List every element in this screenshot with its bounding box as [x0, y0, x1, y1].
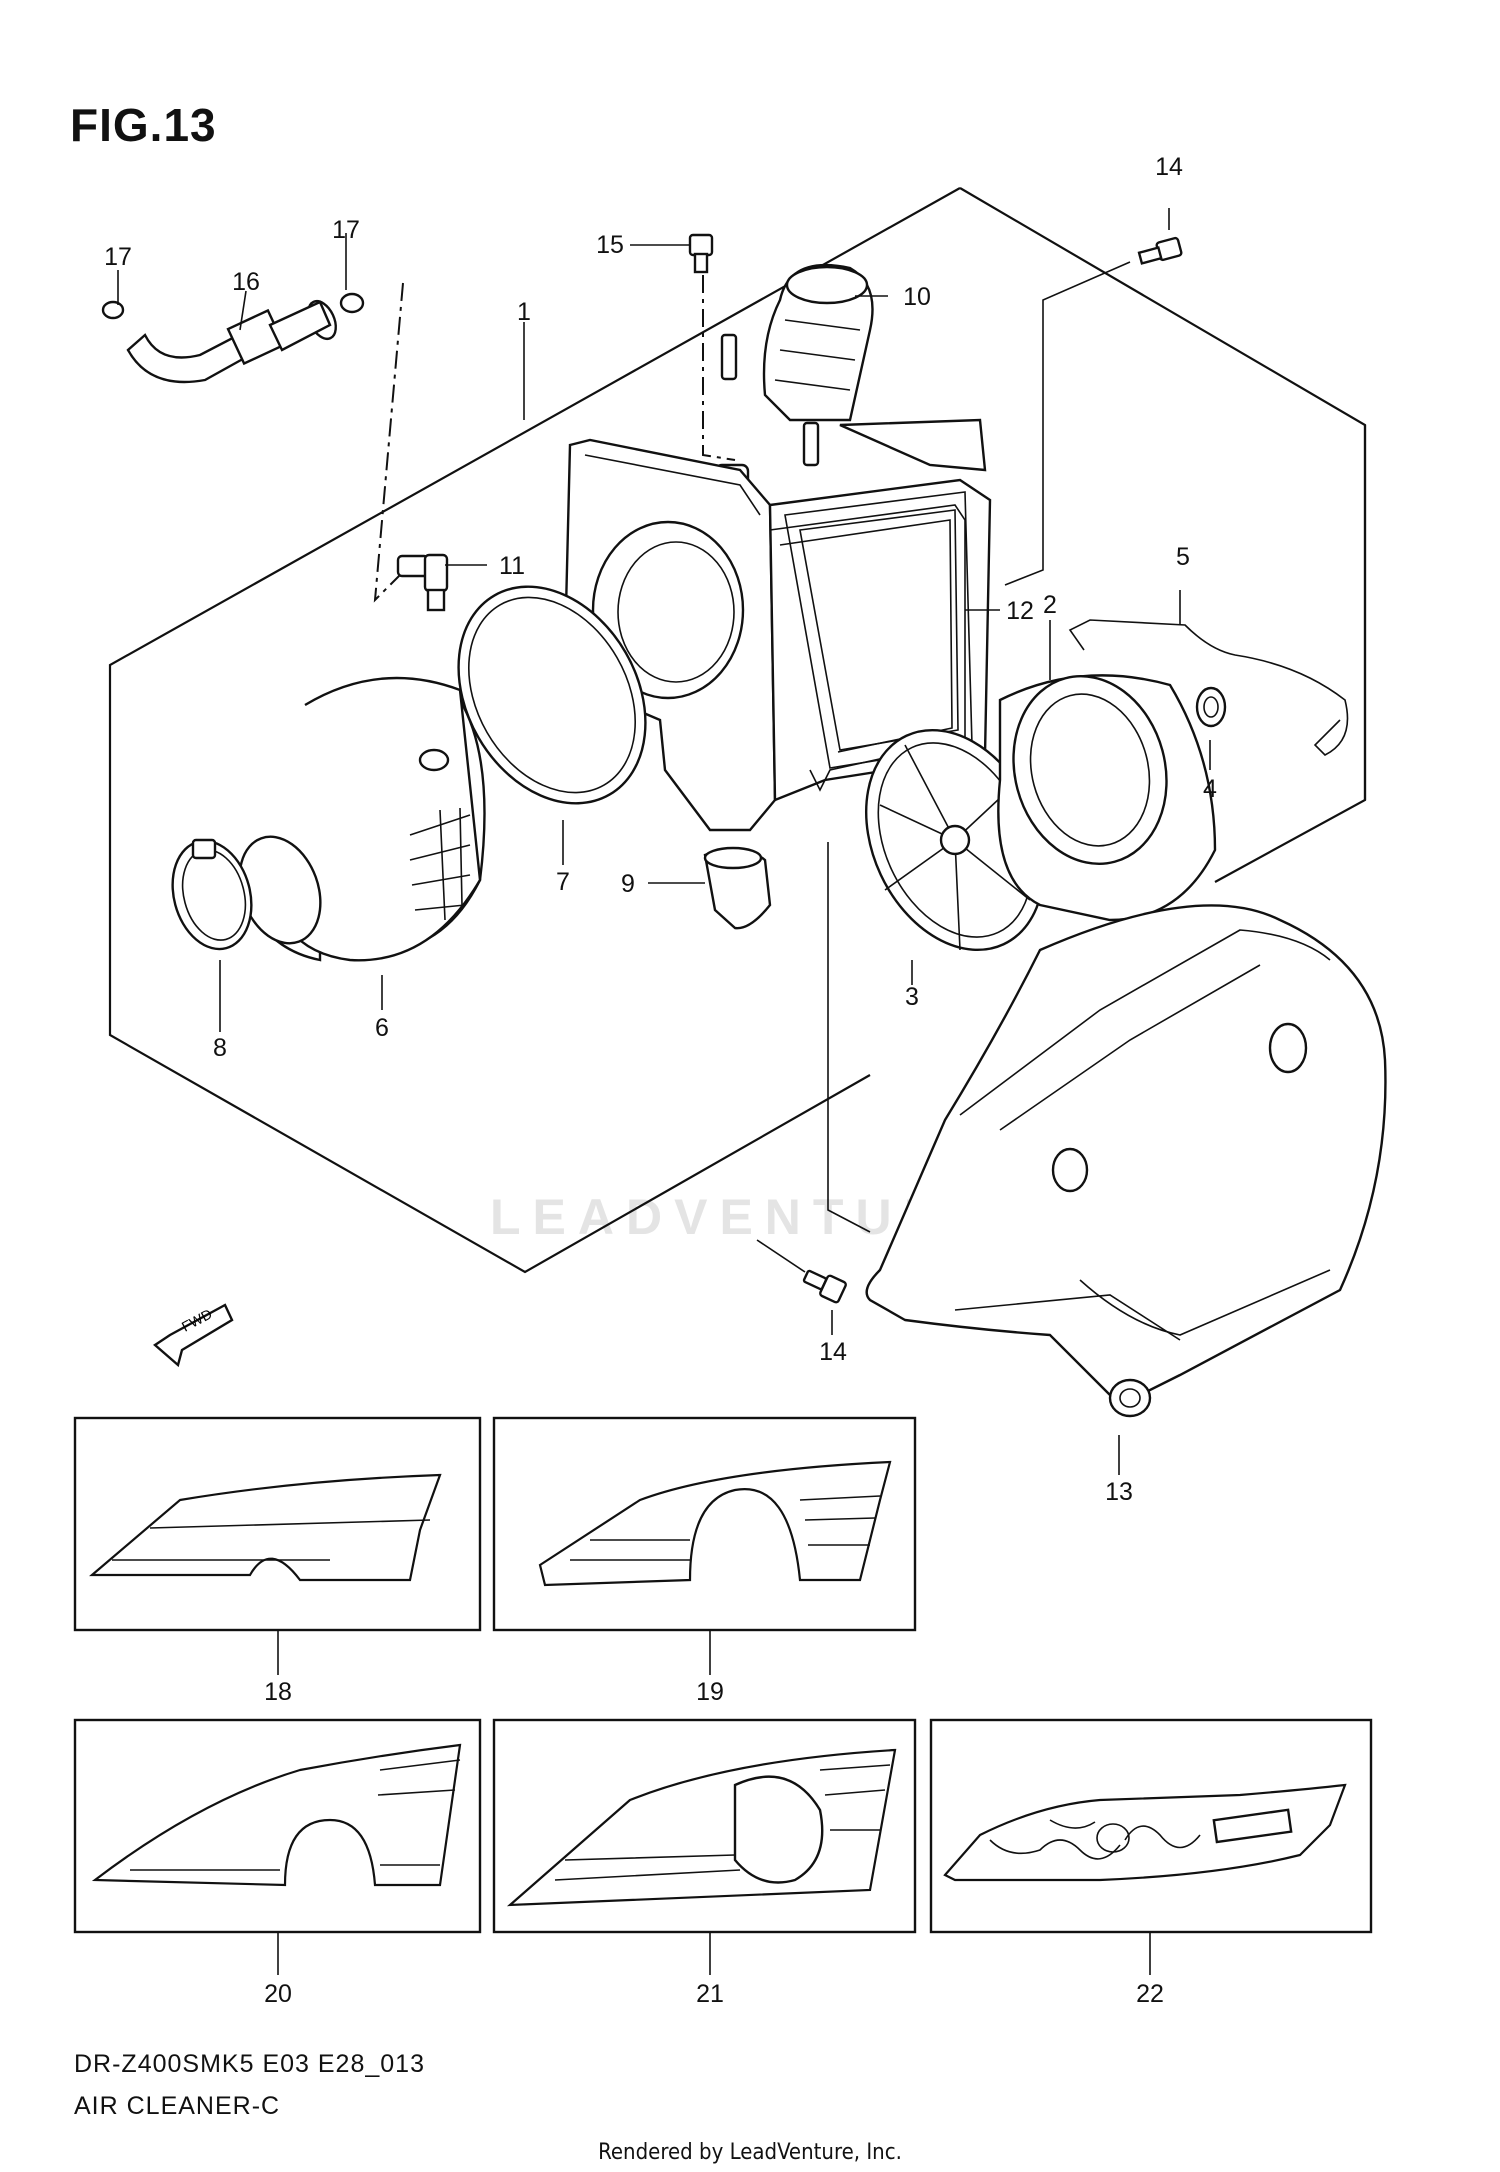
- side-cover-leader: [827, 842, 871, 1233]
- figure-title: FIG.13: [70, 99, 217, 151]
- fitting-11: [396, 553, 449, 612]
- callout-21: 21: [696, 1980, 724, 2008]
- stud-10-left: [720, 333, 738, 381]
- callout-5: 5: [1176, 543, 1190, 571]
- bolt-15: [688, 233, 714, 274]
- callout-17-left: 17: [104, 243, 132, 271]
- clamp-17-left: [101, 300, 125, 320]
- decal-inset-20: [73, 1718, 482, 1975]
- callout-13: 13: [1105, 1478, 1133, 1506]
- callout-10: 10: [903, 283, 931, 311]
- fwd-arrow: FWD: [153, 1303, 234, 1368]
- callout-14-bottom: 14: [819, 1338, 847, 1366]
- bolt-15-axis: [702, 275, 736, 461]
- callout-19: 19: [696, 1678, 724, 1706]
- callout-3: 3: [905, 983, 919, 1011]
- callout-12: 12: [1006, 597, 1034, 625]
- callout-18: 18: [264, 1678, 292, 1706]
- rendered-by-credit: Rendered by LeadVenture, Inc.: [598, 2140, 902, 2165]
- grommet-4: [1195, 686, 1227, 728]
- decal-inset-22: [929, 1718, 1373, 1975]
- decal-inset-19: [492, 1416, 917, 1675]
- callout-leaders: [117, 208, 1211, 1475]
- decal-inset-21: [492, 1718, 917, 1975]
- decal-inset-18: [73, 1416, 482, 1675]
- stud-10-right: [802, 421, 820, 467]
- intake-boot-10: [762, 263, 874, 422]
- callout-16: 16: [232, 268, 260, 296]
- callout-14-top: 14: [1155, 153, 1183, 181]
- callout-6: 6: [375, 1014, 389, 1042]
- callout-17-right: 17: [332, 216, 360, 244]
- side-cover-13: [865, 904, 1387, 1418]
- hose-16: [126, 299, 337, 384]
- bolt-14-top-leader: [1004, 261, 1131, 586]
- callout-9: 9: [621, 870, 635, 898]
- callout-4: 4: [1203, 775, 1217, 803]
- callout-22: 22: [1136, 1980, 1164, 2008]
- callout-11: 11: [499, 552, 525, 580]
- hose-route-line: [373, 282, 416, 603]
- callout-8: 8: [213, 1034, 227, 1062]
- clamp-17-right: [339, 292, 365, 314]
- section-name: AIR CLEANER-C: [74, 2092, 281, 2120]
- callout-7: 7: [556, 868, 570, 896]
- callout-20: 20: [264, 1980, 292, 2008]
- callout-1: 1: [517, 298, 531, 326]
- callout-2: 2: [1043, 591, 1057, 619]
- assembly-outline-right: [1214, 425, 1367, 883]
- outlet-tube-6: [238, 676, 486, 962]
- drain-9: [703, 846, 772, 930]
- bolt-14-bottom-axis: [756, 1239, 806, 1273]
- air-cleaner-case-1: [563, 418, 992, 832]
- callout-15: 15: [596, 231, 624, 259]
- bolt-14-top: [1137, 236, 1183, 265]
- filter-element-2: [997, 674, 1217, 922]
- model-code: DR-Z400SMK5 E03 E28_013: [74, 2050, 425, 2078]
- bolt-14-bottom: [802, 1269, 847, 1304]
- wire-5: [1068, 619, 1349, 756]
- band-7: [457, 585, 647, 805]
